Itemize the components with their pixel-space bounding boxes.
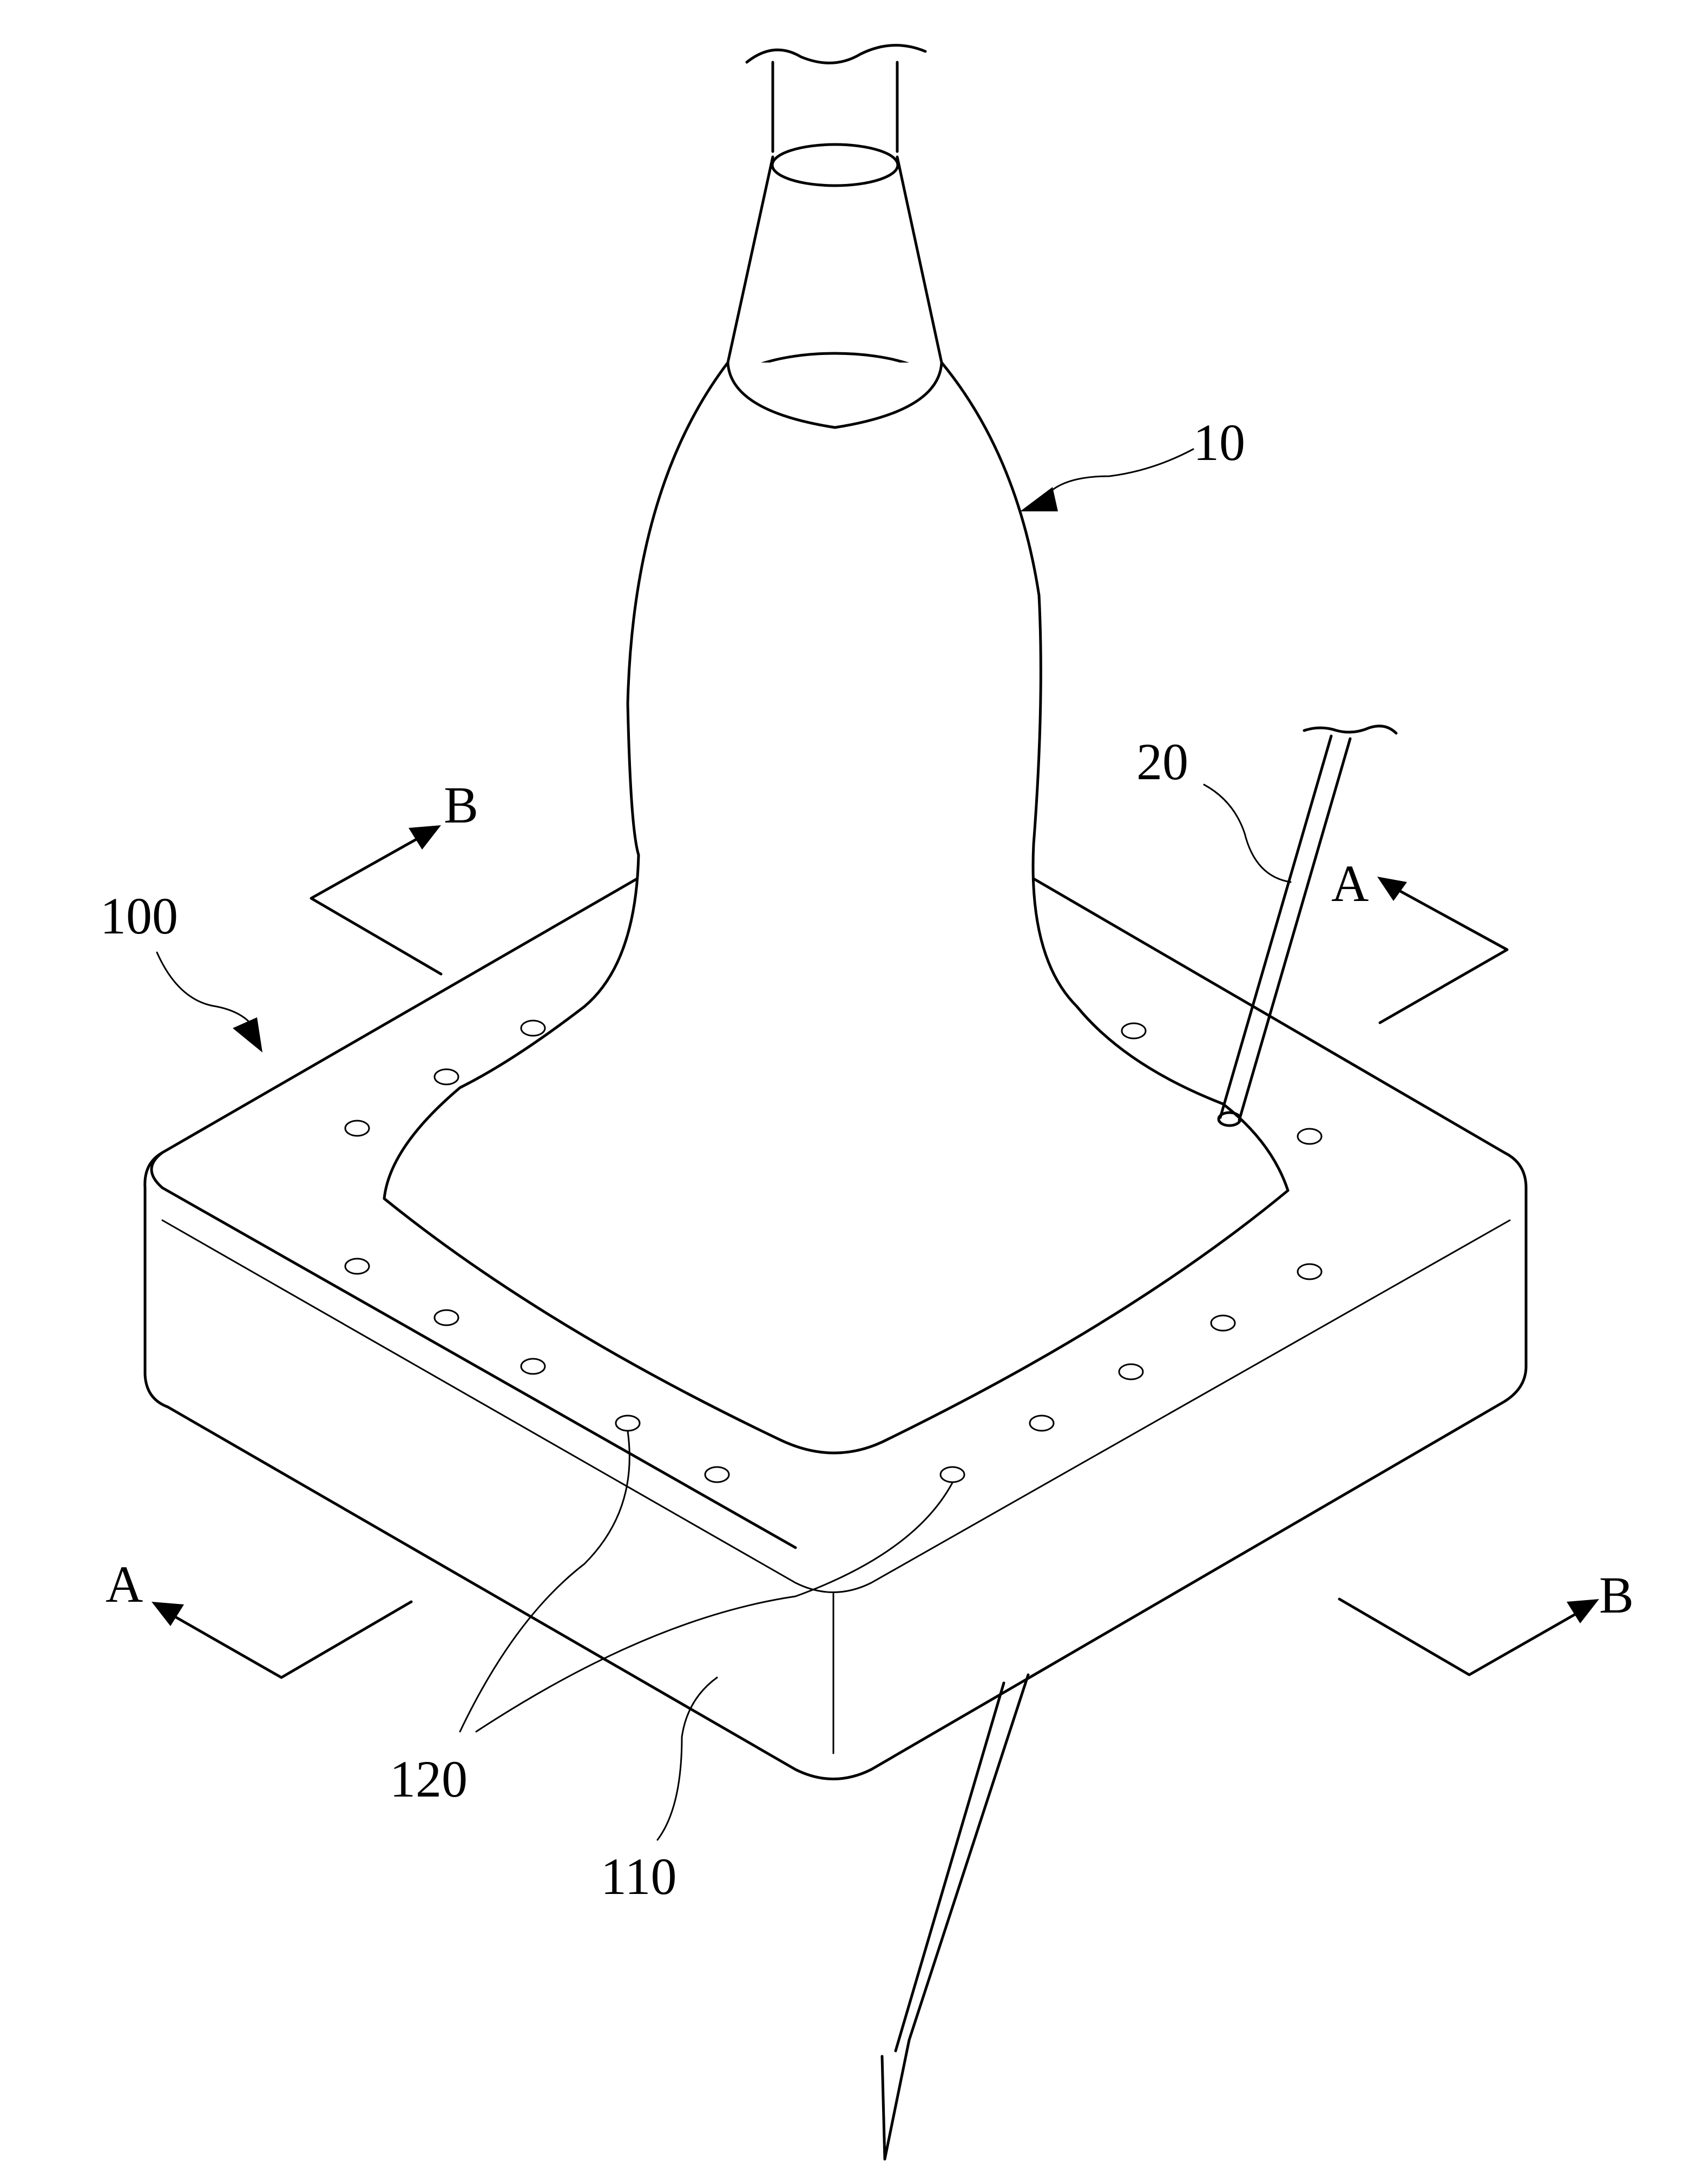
label-100: 100 xyxy=(100,887,178,945)
leader-20 xyxy=(1204,785,1291,882)
probe-cable-break xyxy=(747,45,925,63)
leader-10-arrowhead xyxy=(1020,487,1058,511)
probe-neck xyxy=(728,157,942,363)
section-a-left-line xyxy=(168,1602,411,1678)
label-20: 20 xyxy=(1136,733,1188,791)
label-section-a-right: A xyxy=(1331,854,1369,912)
section-a-left-arrowhead xyxy=(152,1602,184,1626)
label-120: 120 xyxy=(390,1750,468,1808)
label-section-b-top: B xyxy=(444,776,478,834)
probe-cable xyxy=(773,62,897,152)
leader-100 xyxy=(157,952,254,1028)
label-section-a-left: A xyxy=(106,1555,143,1613)
leader-100-arrowhead xyxy=(233,1017,262,1052)
section-b-right-line xyxy=(1339,1599,1583,1675)
section-b-left-arrowhead xyxy=(409,825,441,850)
section-b-left-line xyxy=(311,836,441,974)
needle-break xyxy=(1304,726,1396,733)
section-a-right-line xyxy=(1380,887,1507,1023)
label-section-b-right: B xyxy=(1599,1566,1634,1624)
probe-body xyxy=(384,363,1288,1453)
label-10: 10 xyxy=(1193,413,1245,471)
section-b-right-arrowhead xyxy=(1567,1599,1599,1623)
probe-cable-end xyxy=(772,144,898,186)
label-110: 110 xyxy=(601,1847,676,1905)
section-a-right-arrowhead xyxy=(1377,877,1407,901)
leader-10 xyxy=(1044,449,1193,498)
